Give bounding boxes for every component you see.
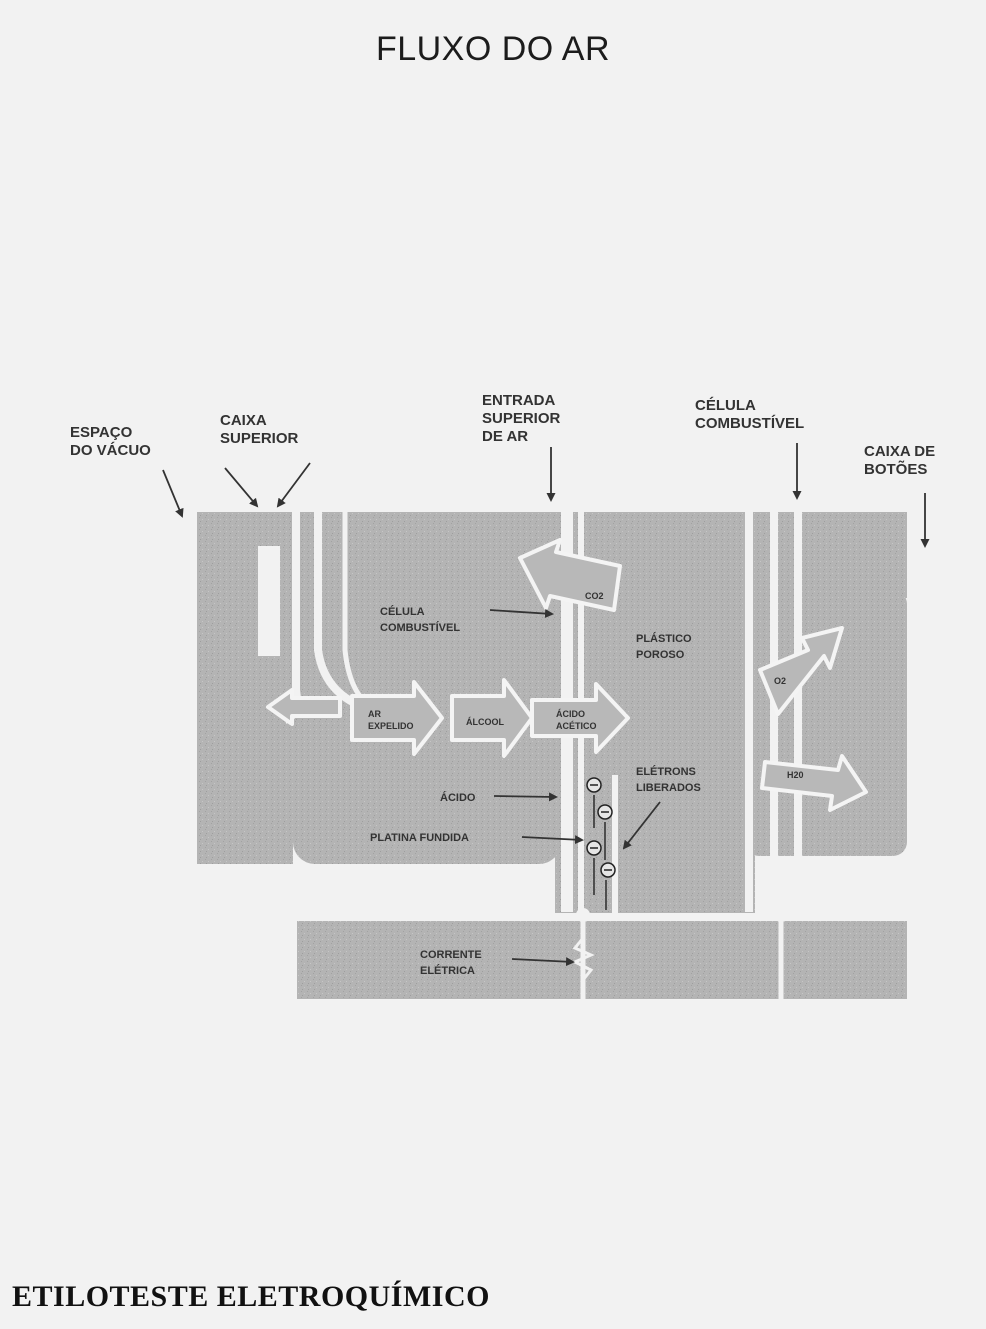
- co2-arrow: [518, 538, 622, 612]
- o2-label: O2: [774, 676, 786, 686]
- acido-label: ÁCIDO: [440, 791, 476, 804]
- page-title: FLUXO DO AR: [375, 30, 611, 68]
- electron-column: [586, 777, 616, 910]
- acido-pointer: [493, 792, 558, 802]
- fuel-cell-channel-2: [770, 512, 778, 912]
- current-spark-icon: [571, 937, 595, 981]
- junction-dot-2: [774, 908, 788, 922]
- alcool-label: ÁLCOOL: [466, 717, 504, 727]
- acido-acetico-arrow: [530, 682, 630, 754]
- electron-circle-icon: [597, 804, 613, 820]
- exhaust-arrow: [266, 688, 342, 726]
- platina-fundida-label: PLATINA FUNDIDA: [370, 832, 469, 844]
- electron-flow-arrows: [593, 795, 607, 910]
- ar-expelido-arrow: [350, 680, 444, 756]
- junction-dot: [576, 908, 590, 922]
- eletrons-liberados-pointer: [622, 801, 661, 850]
- electron-circle-icon: [586, 840, 602, 856]
- platina-fundida-pointer: [521, 835, 584, 845]
- vacuum-slot: [258, 546, 280, 656]
- caixa-superior-pointer-right: [276, 462, 311, 508]
- button-box: [745, 590, 907, 856]
- celula-combustivel-inner-pointer: [489, 609, 554, 619]
- caixa-superior-pointer-left: [224, 467, 259, 508]
- co2-label: CO2: [585, 591, 604, 601]
- h2o-label: H20: [787, 770, 804, 780]
- fuel-cell-channel: [745, 512, 753, 912]
- electrode-gap: [612, 775, 618, 915]
- h2o-arrow: [760, 754, 868, 812]
- current-bar: [297, 921, 907, 999]
- electron-circle-icon: [600, 862, 616, 878]
- corrente-eletrica-pointer: [511, 957, 575, 967]
- alcool-arrow: [450, 678, 534, 758]
- electron-circle-icon: [586, 777, 602, 793]
- fuel-cell-channel-3: [794, 512, 802, 912]
- espaco-vacuo-pointer: [162, 469, 184, 518]
- porous-plastic-block: [555, 590, 755, 913]
- o2-arrow: [758, 626, 844, 716]
- document-caption: ETILOTESTE ELETROQUÍMICO: [12, 1280, 490, 1313]
